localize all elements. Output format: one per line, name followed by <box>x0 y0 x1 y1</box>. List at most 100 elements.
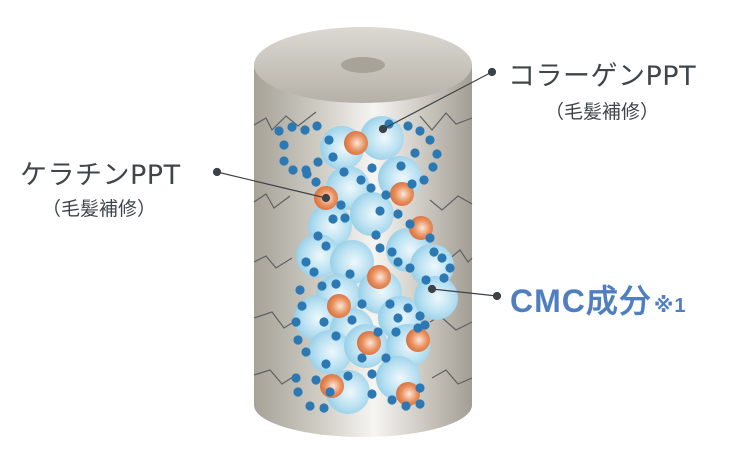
molecule-dot <box>375 243 385 253</box>
cmc-sphere <box>308 330 352 374</box>
molecule-dot <box>274 126 284 136</box>
zigzag-line <box>429 195 473 211</box>
collagen-leader-dot <box>487 67 497 77</box>
molecule-dot <box>331 331 341 341</box>
cuticle-lines <box>253 111 473 385</box>
molecule-dot <box>415 126 425 136</box>
molecule-dot <box>321 241 331 251</box>
molecule-dot <box>347 315 357 325</box>
keratin-target-dot <box>321 193 331 203</box>
molecule-dot <box>391 327 401 337</box>
molecule-dot <box>367 389 377 399</box>
molecule-dot <box>437 253 447 263</box>
molecule-dot <box>311 177 321 187</box>
molecule-dot <box>401 401 411 411</box>
leader-lines <box>212 67 502 301</box>
molecule-dot <box>415 383 425 393</box>
cmc-leader-line <box>431 288 498 297</box>
ppt-sphere <box>409 216 433 240</box>
molecule-dot <box>381 353 391 363</box>
molecule-dot <box>301 257 311 267</box>
cmc-target-dot <box>427 284 437 294</box>
molecule-dot <box>345 269 355 279</box>
molecule-dot <box>302 169 312 179</box>
ppt-sphere <box>367 265 391 289</box>
molecule-dot <box>291 317 301 327</box>
molecule-dot <box>311 375 321 385</box>
molecule-dot <box>421 275 431 285</box>
molecule-dot <box>393 257 403 267</box>
molecule-dot <box>393 209 403 219</box>
molecule-dot <box>373 327 383 337</box>
molecule-dot <box>413 323 423 333</box>
molecule-dot <box>336 200 346 210</box>
molecule-dot <box>331 279 341 289</box>
cmc-footnote-mark: ※1 <box>653 295 687 317</box>
molecule-dot <box>396 161 406 171</box>
molecule-dot <box>279 156 289 166</box>
molecule-dot <box>287 122 297 132</box>
cmc-sphere <box>414 276 458 320</box>
molecule-dot <box>419 175 429 185</box>
molecule-dot <box>384 119 394 129</box>
molecule-dot <box>393 313 403 323</box>
cmc-sphere <box>360 116 404 160</box>
keratin-leader-dot <box>212 167 222 177</box>
molecule-dot <box>295 285 305 295</box>
molecule-dot <box>356 175 366 185</box>
molecule-dot <box>343 371 353 381</box>
collagen-label: コラーゲンPPT <box>508 61 697 92</box>
collagen-sublabel: （毛髪補修） <box>545 101 660 123</box>
molecule-dot <box>366 183 376 193</box>
molecule-dot <box>357 299 367 309</box>
molecule-dot <box>293 335 303 345</box>
zigzag-line <box>253 255 293 269</box>
molecule-dot <box>317 281 327 291</box>
zigzag-line <box>253 369 297 385</box>
cmc-label-text: CMC成分 <box>510 283 652 319</box>
molecule-dot <box>425 135 435 145</box>
collagen-target-dot <box>378 124 388 134</box>
ppt-sphere <box>357 331 381 355</box>
molecule-dot <box>328 152 338 162</box>
molecule-dot <box>420 320 430 330</box>
ppt-sphere <box>344 131 368 155</box>
molecule-dot <box>357 353 367 363</box>
molecule-dot <box>279 140 289 150</box>
molecule-dot <box>313 231 323 241</box>
particle-cluster <box>274 116 458 414</box>
molecule-dot <box>381 190 391 200</box>
zigzag-line <box>253 111 317 132</box>
molecule-dot <box>301 347 311 357</box>
molecule-dot <box>387 395 397 405</box>
molecule-dot <box>325 387 335 397</box>
molecule-dot <box>288 165 298 175</box>
cmc-leader-dot <box>492 291 502 301</box>
ppt-sphere <box>327 294 351 318</box>
cylinder-core-hole <box>341 57 385 73</box>
zigzag-line <box>431 369 473 385</box>
zigzag-line <box>419 112 473 131</box>
molecule-dot <box>439 273 449 283</box>
molecule-dot <box>371 230 381 240</box>
molecule-dot <box>324 135 334 145</box>
cmc-sphere <box>330 240 374 284</box>
molecule-dot <box>293 387 303 397</box>
keratin-leader-line <box>216 171 327 199</box>
ppt-sphere <box>406 328 430 352</box>
molecule-dot <box>415 399 425 409</box>
molecule-dot <box>313 157 323 167</box>
molecule-dot <box>432 149 442 159</box>
molecule-dot <box>403 121 413 131</box>
molecule-dot <box>291 373 301 383</box>
molecule-dot <box>445 263 455 273</box>
zigzag-line <box>253 193 291 209</box>
molecule-dot <box>319 317 329 327</box>
molecule-dot <box>405 263 415 273</box>
molecule-dot <box>375 206 385 216</box>
molecule-dot <box>312 121 322 131</box>
molecule-dot <box>339 167 349 177</box>
cmc-sphere <box>350 192 394 236</box>
molecule-dot <box>385 299 395 309</box>
